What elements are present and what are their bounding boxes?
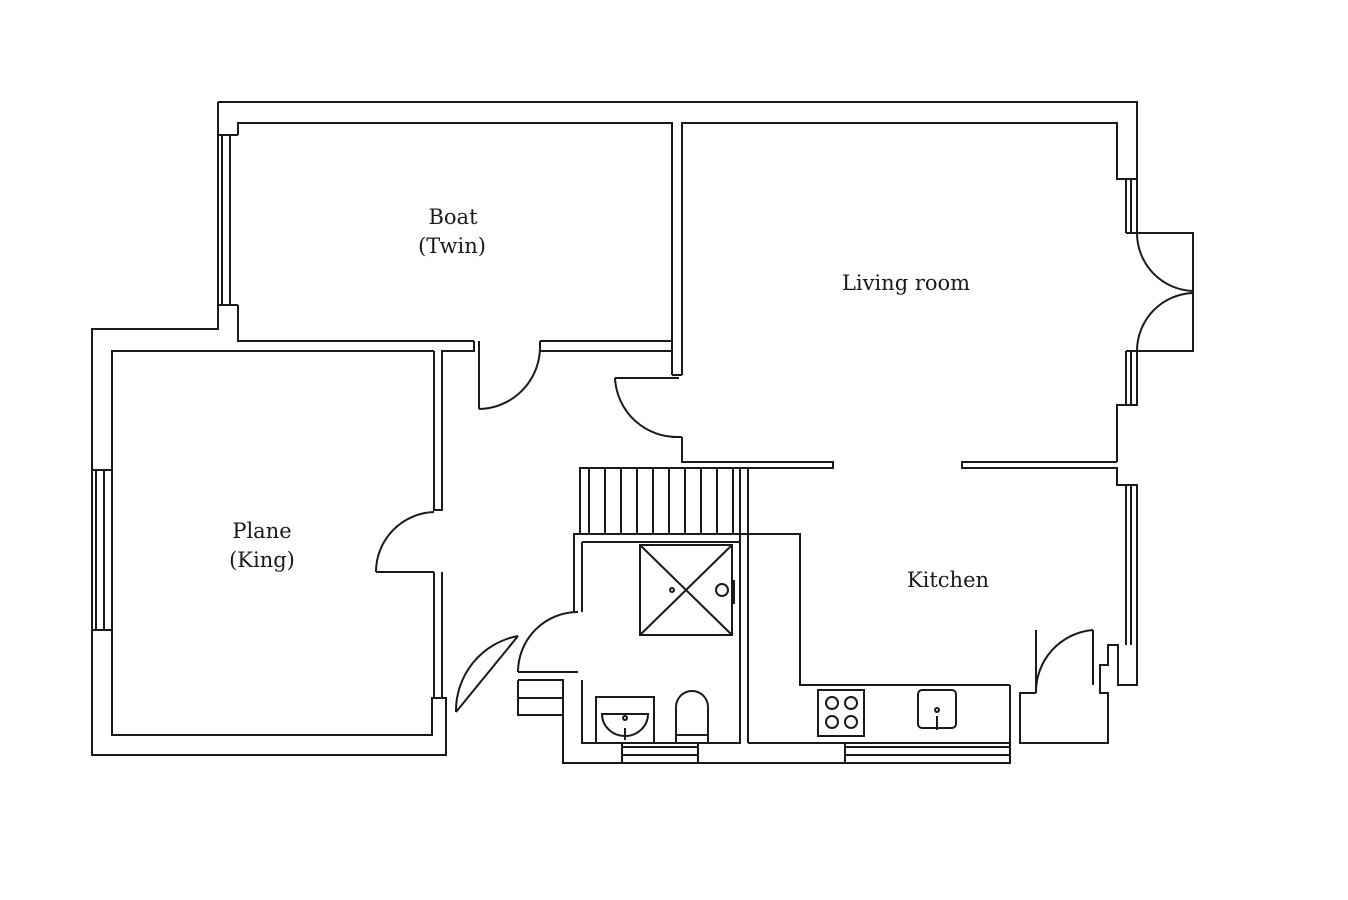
shower-icon (639, 544, 735, 636)
staircase-icon (579, 467, 741, 535)
washbasin-icon (595, 696, 655, 744)
sink-icon (917, 689, 957, 730)
boat-room-bed: (Twin) (418, 234, 486, 258)
door-swing-icon (375, 232, 1194, 713)
hob-icon (817, 689, 865, 737)
outer-walls (91, 101, 1138, 764)
boat-room-name: Boat (428, 205, 478, 229)
kitchen-walls (740, 467, 1011, 744)
kitchen-room-name: Kitchen (907, 568, 989, 592)
plane-room-bed: (King) (229, 548, 295, 572)
toilet-icon (675, 690, 709, 743)
window-icon (92, 135, 1132, 748)
plane-room-name: Plane (232, 519, 291, 543)
living-room-name: Living room (842, 271, 970, 295)
bathroom-walls (573, 533, 749, 744)
